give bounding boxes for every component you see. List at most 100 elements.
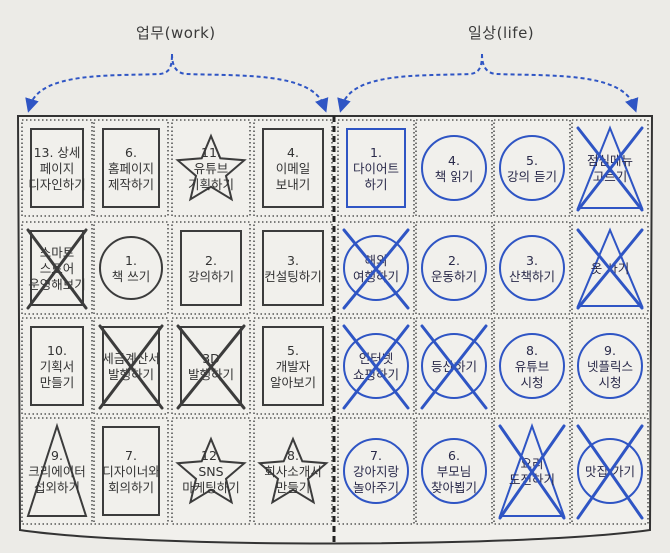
- cell-border: [337, 119, 415, 217]
- cell-r2-c7: 3.산책하기: [493, 221, 571, 315]
- cross-mark: [576, 424, 644, 520]
- cell-border: [571, 417, 649, 525]
- cell-text: 10.: [47, 343, 67, 358]
- cell-border: [21, 221, 93, 315]
- cell-r2-c2: 1.책 쓰기: [93, 221, 169, 315]
- cell-border: [493, 417, 571, 525]
- cell-text: 요리: [520, 456, 543, 471]
- cell-text: 4.: [287, 145, 299, 160]
- cell-text: 4.: [448, 153, 460, 168]
- cell-border: [93, 119, 169, 217]
- square-shape: [262, 326, 324, 406]
- square-shape: [102, 326, 160, 406]
- cell-text: 3.: [287, 253, 299, 268]
- circle-shape: [421, 438, 487, 504]
- cell-text: 크리에이터: [28, 464, 86, 479]
- cell-text: 운동하기: [431, 269, 477, 284]
- cell-border: [337, 317, 415, 415]
- cell-text: 섭외하기: [34, 480, 80, 495]
- cell-text: 11.: [201, 145, 221, 160]
- cell-text: 6.: [448, 448, 460, 463]
- cell-text: 회의하기: [108, 480, 154, 495]
- square-shape: [30, 128, 84, 208]
- cell-text: 디자인하기: [28, 177, 86, 192]
- circle-shape: [343, 235, 409, 301]
- triangle-shape: [26, 422, 88, 517]
- cell-text: 발행하기: [188, 367, 234, 382]
- work-brace: [25, 53, 329, 113]
- cell-text: 이메일: [276, 161, 311, 176]
- cell-text: 8.: [526, 343, 538, 358]
- cell-text: 3.: [526, 253, 538, 268]
- cell-text: 7.: [370, 448, 382, 463]
- cell-border: [253, 119, 333, 217]
- cell-text: 책 읽기: [435, 169, 473, 184]
- header-life: 일상(life): [468, 24, 535, 42]
- cross-mark: [26, 228, 88, 310]
- cell-text: 보내기: [276, 177, 311, 192]
- cross-mark: [576, 228, 644, 310]
- cell-border: [493, 317, 571, 415]
- cross-mark: [342, 324, 410, 410]
- cell-text: 1.: [370, 145, 382, 160]
- circle-shape: [499, 135, 565, 201]
- cross-mark: [420, 324, 488, 410]
- cell-text: 운영해보기: [28, 277, 86, 292]
- circle-shape: [421, 235, 487, 301]
- cell-text: 알아보기: [270, 375, 316, 390]
- cell-border: [571, 317, 649, 415]
- cell-r2-c8: 옷 사기: [571, 221, 649, 315]
- circle-shape: [577, 333, 643, 399]
- square-shape: [102, 426, 160, 516]
- cell-text: 놀아주기: [353, 480, 399, 495]
- circle-shape: [99, 236, 163, 300]
- circle-shape: [577, 438, 643, 504]
- square-shape: [262, 128, 324, 208]
- square-shape: [30, 326, 84, 406]
- cell-text: 강의 듣기: [507, 169, 557, 184]
- cell-text: 제작하기: [108, 177, 154, 192]
- square-shape: [30, 230, 84, 306]
- cell-r1-c7: 5.강의 듣기: [493, 119, 571, 217]
- cell-text: 넷플릭스: [587, 359, 633, 374]
- cell-border: [337, 417, 415, 525]
- circle-shape: [499, 235, 565, 301]
- cell-text: 기획하기: [188, 177, 234, 192]
- header-work: 업무(work): [136, 24, 216, 42]
- cell-text: 시청: [598, 375, 621, 390]
- cell-text: 도전하기: [509, 472, 555, 487]
- star-shape: [175, 436, 247, 505]
- cell-text: 점심메뉴: [587, 153, 633, 168]
- cross-mark: [98, 324, 164, 410]
- cell-text: SNS: [198, 464, 223, 479]
- square-shape: [262, 230, 324, 306]
- cross-mark: [576, 126, 644, 212]
- cell-border: [415, 119, 493, 217]
- cell-border: [21, 317, 93, 415]
- cell-border: [493, 119, 571, 217]
- circle-shape: [499, 333, 565, 399]
- square-shape: [102, 128, 160, 208]
- cells-layer: 13. 상세페이지디자인하기6.홈페이지제작하기11.유튜브기획하기4.이메일보…: [21, 119, 649, 525]
- cell-r2-c4: 3.컨설팅하기: [253, 221, 333, 315]
- square-shape: [180, 326, 242, 406]
- cell-text: 2.: [448, 253, 460, 268]
- cell-text: 홈페이지: [108, 161, 154, 176]
- circle-shape: [421, 135, 487, 201]
- circle-shape: [343, 438, 409, 504]
- cell-border: [571, 119, 649, 217]
- cell-text: 하기: [364, 177, 387, 192]
- cell-border: [171, 119, 251, 217]
- cell-r4-c8: 맛집 가기: [571, 417, 649, 525]
